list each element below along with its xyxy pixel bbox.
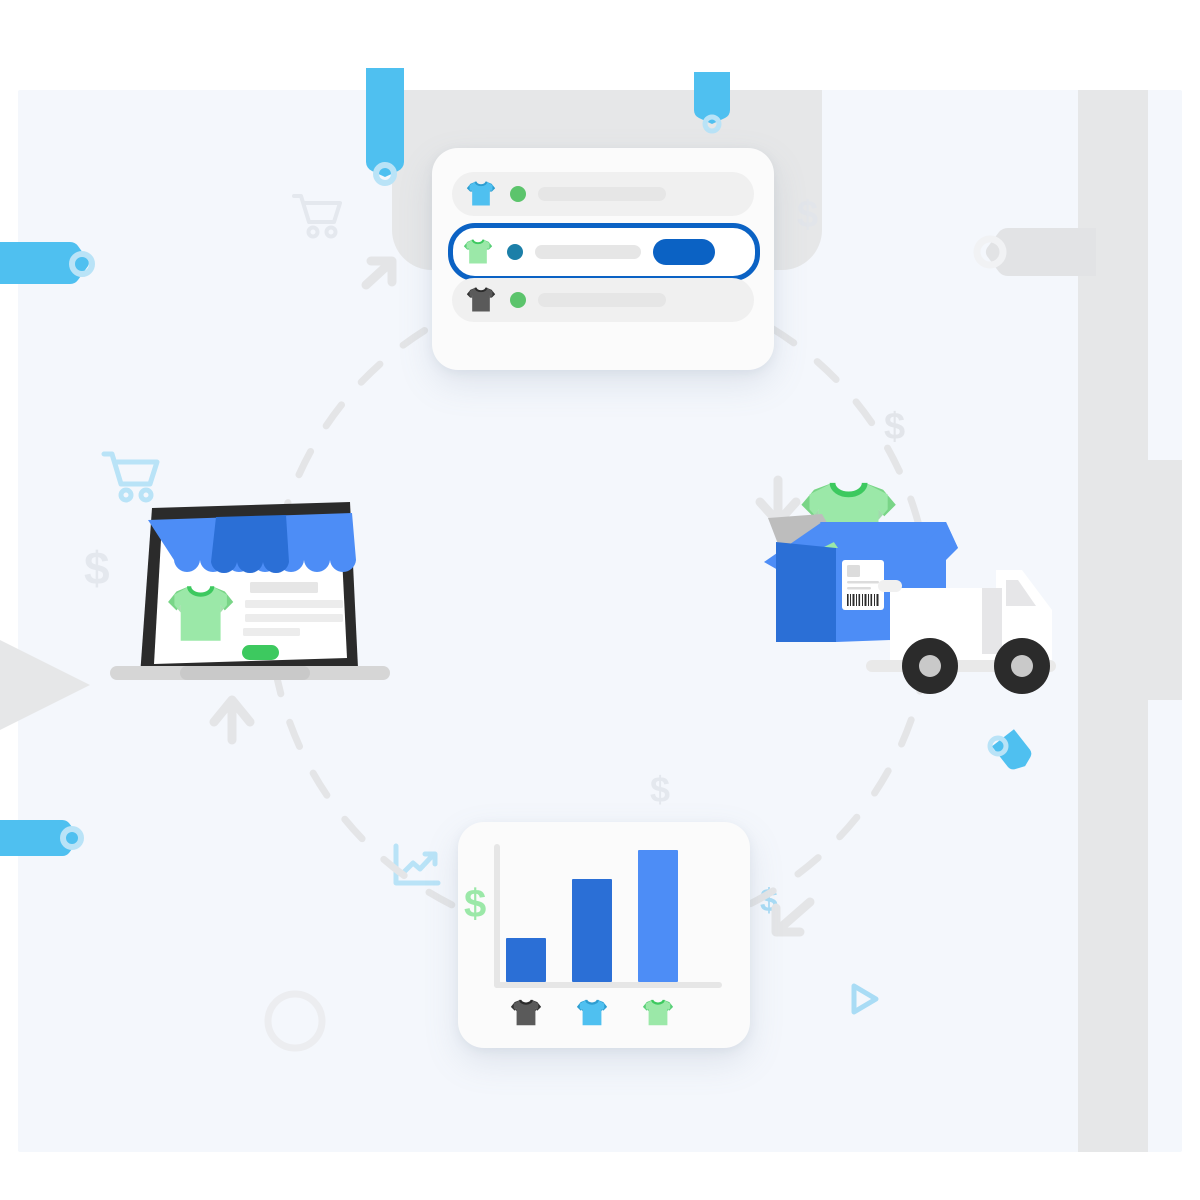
storefront-cta-button	[242, 645, 279, 660]
online-store-laptop	[110, 500, 390, 690]
dollar-sign-icon: $	[884, 406, 906, 448]
row-text-placeholder	[538, 293, 666, 307]
storefront-product-tshirt-icon	[168, 585, 234, 641]
shipping-label	[842, 560, 884, 610]
box-side	[776, 542, 836, 642]
truck-cab-divider	[982, 588, 1002, 654]
chart-x-axis	[494, 982, 722, 988]
tshirt-icon-green	[642, 999, 674, 1026]
flow-arrow-up-icon	[209, 695, 255, 745]
chart-bars	[506, 844, 722, 982]
tshirt-icon-blue	[466, 181, 496, 206]
fulfillment-box-and-truck	[760, 470, 1120, 730]
flow-arrow-up-right-icon	[361, 256, 397, 290]
box-flap-right	[820, 522, 958, 548]
tshirt-icon-charcoal	[510, 999, 542, 1026]
bar-green	[638, 849, 678, 982]
chart-category-charcoal	[506, 997, 546, 1029]
tshirt-icon-green	[463, 239, 493, 264]
chart-category-green	[638, 997, 678, 1029]
product-row[interactable]	[452, 278, 754, 322]
chart-currency-symbol: $	[464, 882, 487, 926]
barcode-icon	[847, 594, 879, 606]
chart-category-icons	[506, 997, 722, 1029]
row-text-placeholder	[538, 187, 666, 201]
delivery-truck	[866, 570, 1056, 694]
status-dot-in-stock	[510, 292, 526, 308]
tshirt-icon-charcoal	[466, 287, 496, 312]
tshirt-icon-blue	[576, 999, 608, 1026]
dollar-sign-icon: $	[650, 769, 671, 810]
chart-category-blue	[572, 997, 612, 1029]
gray-band-right-bulge	[1130, 460, 1182, 700]
bar-chart-plot	[494, 844, 722, 988]
truck-window	[1006, 580, 1036, 606]
truck-wheel-rear	[902, 638, 958, 694]
sales-chart-card: $	[458, 822, 750, 1048]
row-action-button[interactable]	[653, 239, 715, 265]
storefront-text-lines	[243, 582, 343, 636]
product-row[interactable]	[452, 172, 754, 216]
status-dot-in-stock	[510, 186, 526, 202]
product-row-selected[interactable]	[448, 223, 760, 281]
dollar-sign-icon: $	[84, 542, 110, 594]
dollar-sign-icon: $	[797, 194, 819, 236]
bar-blue	[572, 878, 612, 982]
storefront-awning	[148, 513, 356, 574]
bar-charcoal	[506, 937, 546, 982]
status-dot-selected	[507, 244, 523, 260]
row-text-placeholder	[535, 245, 641, 259]
flow-arrow-down-left-icon	[771, 897, 815, 937]
chart-y-axis	[494, 844, 500, 988]
truck-wheel-front	[994, 638, 1050, 694]
product-variant-list-card	[432, 148, 774, 370]
